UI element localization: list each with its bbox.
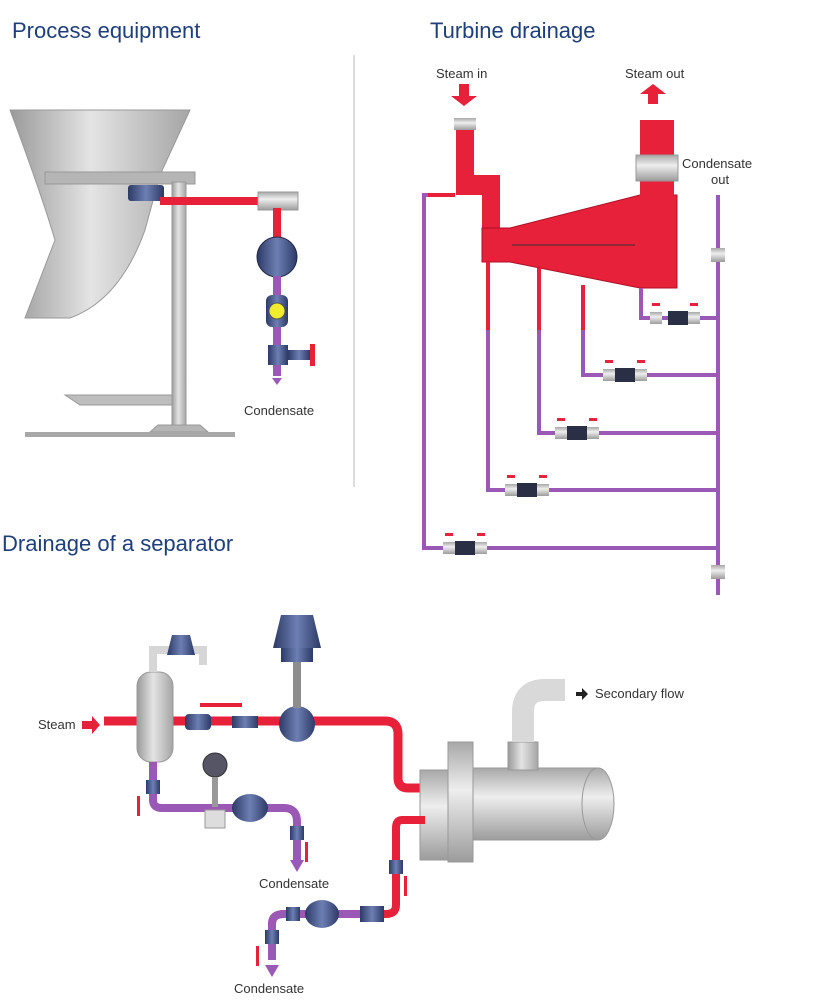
separator-outlet-handle bbox=[305, 842, 308, 862]
separator-condensate-label: Condensate bbox=[259, 876, 329, 891]
tee-fitting bbox=[258, 192, 298, 210]
inlet-bellows bbox=[454, 118, 476, 130]
drain-line-3 bbox=[539, 268, 716, 433]
secondary-flow-arrow-icon bbox=[576, 688, 588, 700]
condensate-arrow-icon bbox=[272, 378, 282, 385]
process-condensate-label: Condensate bbox=[244, 403, 314, 418]
pressure-gauge-icon bbox=[203, 753, 227, 777]
exchanger-shell bbox=[473, 768, 598, 840]
steam-in-arrow-icon bbox=[451, 84, 477, 106]
steam-drop bbox=[273, 208, 281, 238]
globe-valve-bonnet bbox=[288, 350, 310, 360]
exchanger-outlet-valve-icon bbox=[265, 930, 279, 944]
exchanger-flange-1 bbox=[420, 770, 448, 860]
trap-group-5-icon bbox=[650, 303, 700, 325]
pressure-gauge-stem bbox=[212, 777, 218, 807]
air-vent-icon bbox=[167, 635, 195, 655]
globe-valve-icon bbox=[268, 345, 288, 365]
column-base bbox=[150, 425, 208, 432]
exchanger-condensate-label: Condensate bbox=[234, 981, 304, 996]
header-valve-bottom-icon bbox=[711, 565, 725, 579]
steam-out-label: Steam out bbox=[625, 66, 684, 81]
trap-group-2-icon bbox=[505, 475, 549, 497]
condensate-arrow-2-icon bbox=[265, 965, 279, 977]
trap-group-4-icon bbox=[603, 360, 647, 382]
steam-line bbox=[160, 197, 268, 205]
condensate-arrow-1-icon bbox=[290, 860, 304, 872]
condensate-out-label-line2: out bbox=[711, 172, 729, 187]
steam-label: Steam bbox=[38, 717, 76, 732]
exchanger-end-cap bbox=[582, 768, 614, 840]
support-bracket bbox=[65, 395, 172, 405]
turbine-casing bbox=[482, 195, 677, 288]
steam-out-arrow-icon bbox=[640, 84, 666, 104]
globe-valve-handwheel bbox=[310, 344, 315, 366]
steam-arrow-icon bbox=[82, 716, 100, 734]
exchanger-flange-2 bbox=[448, 742, 473, 862]
separator-drainage-diagram bbox=[82, 615, 614, 977]
steam-in-label: Steam in bbox=[436, 66, 487, 81]
secondary-flow-label: Secondary flow bbox=[595, 686, 684, 701]
secondary-flow-pipe bbox=[523, 690, 565, 742]
control-valve-yoke bbox=[281, 648, 313, 662]
steam-trap-icon bbox=[257, 237, 297, 277]
drain-line-4 bbox=[583, 285, 716, 375]
process-equipment-diagram bbox=[10, 110, 315, 437]
sight-glass-window bbox=[269, 303, 285, 319]
control-valve-body bbox=[279, 706, 315, 742]
trap-group-1-icon bbox=[443, 533, 487, 555]
separator-outlet-valve-icon bbox=[290, 826, 304, 840]
exchanger-outlet-handle bbox=[256, 946, 259, 966]
exchanger-strainer-icon bbox=[360, 906, 384, 922]
inlet-elbow bbox=[456, 175, 500, 235]
separator-drain-valve-icon bbox=[146, 780, 160, 794]
trap-group-3-icon bbox=[555, 418, 599, 440]
separator-trap-icon bbox=[232, 794, 268, 822]
support-column bbox=[172, 182, 186, 430]
exchanger-trap-icon bbox=[305, 900, 339, 928]
header-valve-top-icon bbox=[711, 248, 725, 262]
separator-vessel bbox=[137, 672, 173, 762]
exchanger-drain-handle bbox=[404, 876, 407, 896]
separator-drain-handle bbox=[137, 796, 140, 816]
exchanger-drain-valve-icon bbox=[389, 860, 403, 874]
secondary-outlet-nozzle bbox=[508, 742, 538, 770]
hopper-vessel bbox=[10, 110, 190, 318]
ball-valve-icon bbox=[185, 714, 211, 730]
gauge-fitting bbox=[205, 810, 225, 828]
vessel-valve-icon bbox=[128, 185, 164, 201]
ball-valve-handle bbox=[200, 703, 242, 707]
floor-line bbox=[25, 432, 235, 437]
condensate-out-label-line1: Condensate bbox=[682, 156, 752, 171]
control-valve-stem bbox=[293, 660, 301, 708]
exhaust-bellows bbox=[636, 155, 678, 181]
actuator-icon bbox=[273, 615, 321, 648]
turbine-drainage-diagram bbox=[424, 84, 725, 595]
exchanger-valve-2-icon bbox=[286, 907, 300, 921]
strainer-icon bbox=[232, 716, 258, 728]
